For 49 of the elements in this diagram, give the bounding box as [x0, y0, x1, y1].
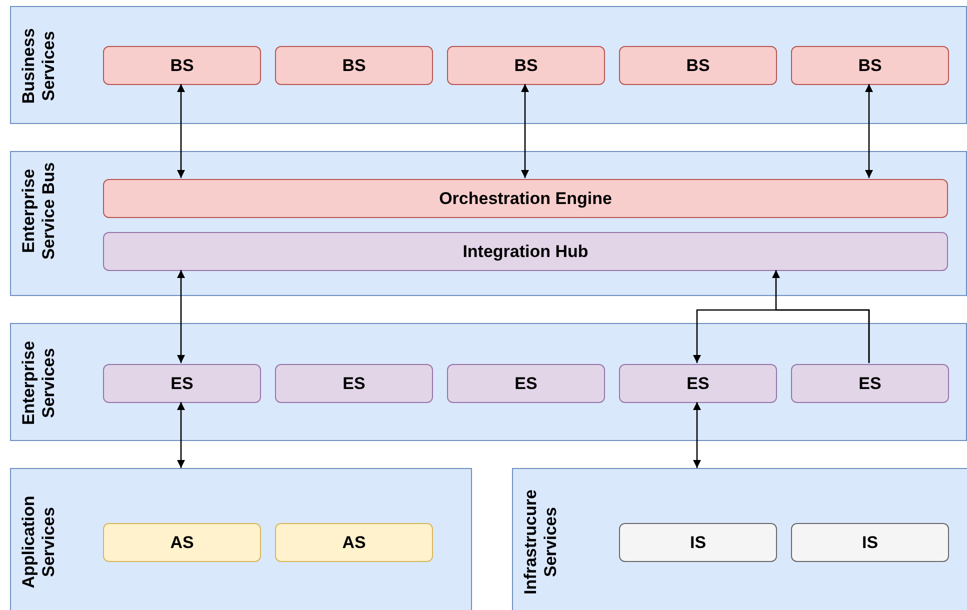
- layer-label: Enterprise Services: [19, 340, 59, 428]
- layer-label: Infrastrucure Services: [521, 488, 561, 596]
- service-label: BS: [170, 56, 194, 76]
- service-label: ES: [686, 374, 710, 394]
- service-label: ES: [514, 374, 538, 394]
- arrow: [177, 270, 185, 363]
- service-box: [447, 46, 605, 85]
- service-label: ES: [342, 374, 366, 394]
- arrow: [693, 309, 870, 363]
- service-label: ES: [170, 374, 194, 394]
- service-label: AS: [342, 532, 366, 552]
- layer-label: Enterprise Service Bus: [19, 161, 59, 262]
- arrow: [521, 84, 529, 178]
- layer-band: [10, 6, 967, 124]
- service-label: BS: [342, 56, 366, 76]
- layer-band: [10, 323, 967, 441]
- service-box: [447, 364, 605, 403]
- service-box: [791, 523, 949, 562]
- service-box: [103, 46, 261, 85]
- service-label: IS: [690, 532, 706, 552]
- service-box: [103, 179, 948, 218]
- service-label: BS: [514, 56, 538, 76]
- arrow: [177, 402, 185, 468]
- service-box: [791, 46, 949, 85]
- service-box: [103, 523, 261, 562]
- service-label: Integration Hub: [462, 242, 588, 262]
- layer-band: [512, 468, 967, 610]
- service-label: BS: [686, 56, 710, 76]
- service-box: [791, 364, 949, 403]
- service-box: [275, 364, 433, 403]
- service-label: IS: [862, 532, 878, 552]
- service-label: BS: [858, 56, 882, 76]
- arrow: [177, 84, 185, 178]
- layer-band: [10, 151, 967, 296]
- service-box: [619, 46, 777, 85]
- service-box: [619, 364, 777, 403]
- layer-label: Application Services: [19, 494, 59, 590]
- layer-label: Business Services: [19, 27, 59, 106]
- service-box: [103, 232, 948, 271]
- service-label: ES: [858, 374, 882, 394]
- arrow: [865, 84, 873, 178]
- service-label: AS: [170, 532, 194, 552]
- layer-band: [10, 468, 472, 610]
- service-box: [103, 364, 261, 403]
- arrow: [693, 402, 701, 468]
- service-box: [275, 523, 433, 562]
- service-label: Orchestration Engine: [439, 188, 612, 208]
- service-box: [275, 46, 433, 85]
- service-box: [619, 523, 777, 562]
